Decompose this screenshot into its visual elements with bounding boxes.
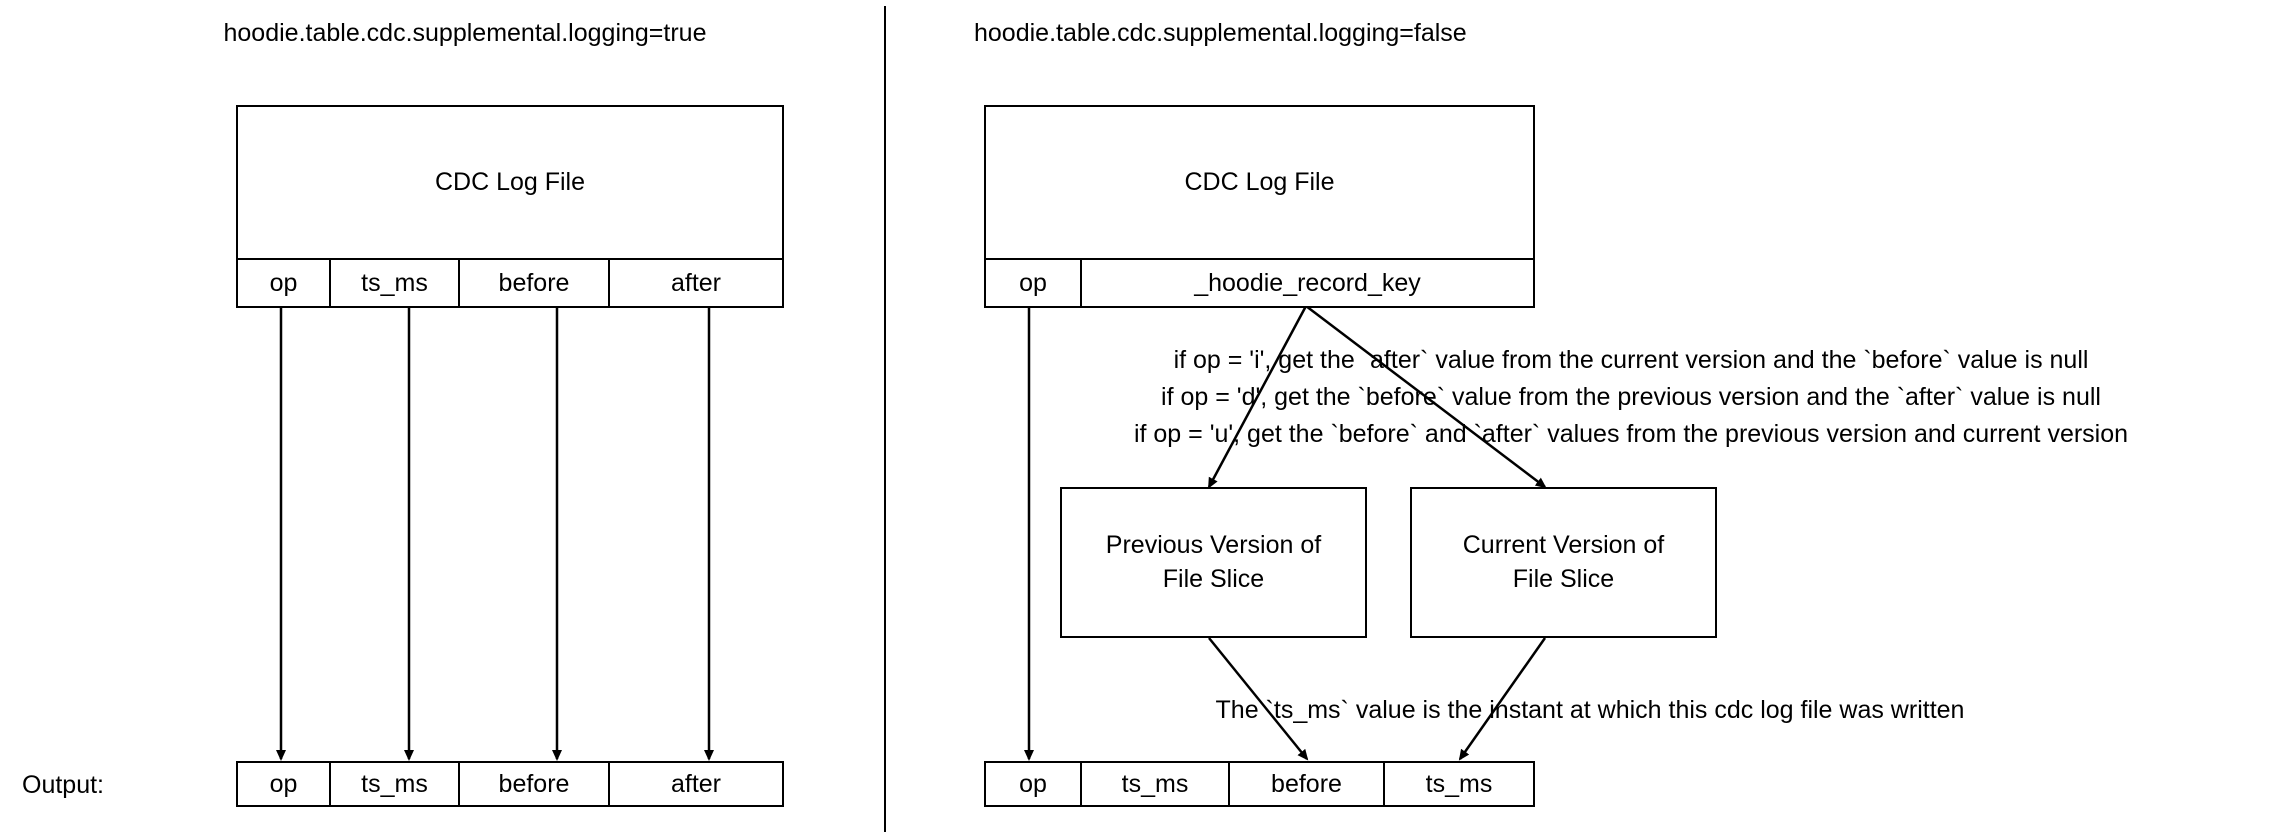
- right-output-col-ts-ms-2: ts_ms: [1425, 769, 1493, 798]
- right-output-col-ts-ms-1: ts_ms: [1082, 763, 1230, 805]
- right-panel-title: hoodie.table.cdc.supplemental.logging=fa…: [974, 19, 1467, 47]
- current-version-line-1: Current Version of: [1462, 530, 1665, 559]
- right-output-col-op: op: [986, 763, 1082, 805]
- previous-version-file-slice-box: Previous Version of File Slice: [1060, 487, 1367, 638]
- previous-version-line-1: Previous Version of: [1105, 530, 1322, 559]
- left-output-col-op: op: [238, 763, 331, 805]
- left-log-col-before: before: [460, 260, 610, 306]
- left-cdc-log-file-title: CDC Log File: [434, 168, 586, 196]
- current-version-file-slice-box: Current Version of File Slice: [1410, 487, 1717, 638]
- previous-version-line-2: File Slice: [1162, 564, 1265, 593]
- left-output-row: op ts_ms before after: [236, 761, 784, 807]
- cdc-op-note-line-2: if op = 'd', get the `before` value from…: [1161, 383, 2101, 411]
- right-log-col-op: op: [986, 260, 1082, 306]
- current-version-box-text: Current Version of File Slice: [1463, 529, 1665, 597]
- left-output-col-ts-ms: ts_ms: [331, 763, 460, 805]
- panel-divider: [884, 6, 886, 832]
- right-cdc-log-file-box: CDC Log File op _hoodie_record_key: [984, 105, 1535, 308]
- output-label: Output:: [22, 771, 104, 799]
- right-log-col-hoodie-record-key: _hoodie_record_key: [1194, 268, 1421, 297]
- left-log-col-op: op: [238, 260, 331, 306]
- left-panel-title: hoodie.table.cdc.supplemental.logging=tr…: [223, 19, 707, 47]
- previous-version-box-text: Previous Version of File Slice: [1106, 529, 1321, 597]
- current-version-line-2: File Slice: [1512, 564, 1615, 593]
- right-output-col-before: before: [1230, 763, 1385, 805]
- ts-ms-note: The `ts_ms` value is the instant at whic…: [1215, 696, 1965, 724]
- left-output-col-after: after: [670, 769, 722, 798]
- left-log-col-after: after: [670, 268, 722, 297]
- cdc-op-note-line-1: if op = 'i', get the `after` value from …: [1173, 346, 2089, 374]
- left-column-arrows: [276, 306, 714, 761]
- right-cdc-log-file-columns: op _hoodie_record_key: [986, 258, 1533, 306]
- left-cdc-log-file-columns: op ts_ms before after: [238, 258, 782, 306]
- left-cdc-log-file-box: CDC Log File op ts_ms before after: [236, 105, 784, 308]
- right-cdc-log-file-title: CDC Log File: [1184, 168, 1335, 196]
- right-output-row: op ts_ms before ts_ms: [984, 761, 1535, 807]
- left-log-col-ts-ms: ts_ms: [331, 260, 460, 306]
- left-output-col-before: before: [460, 763, 610, 805]
- cdc-op-note-line-3: if op = 'u', get the `before` and `after…: [1133, 420, 2129, 448]
